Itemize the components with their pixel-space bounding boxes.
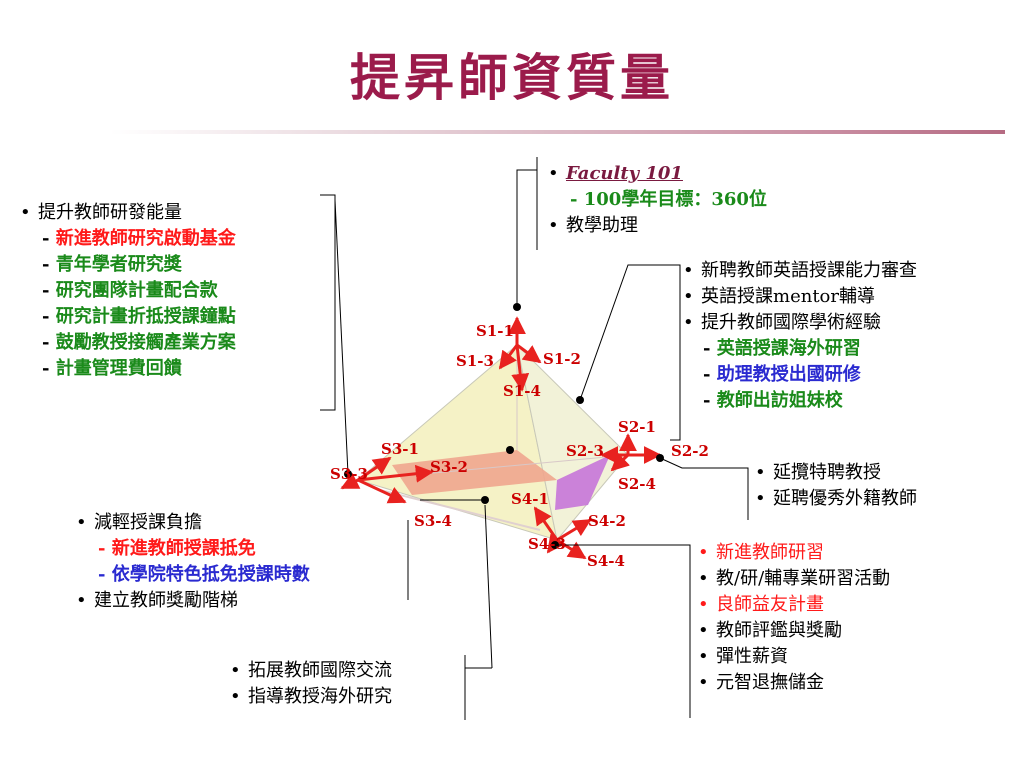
label-s2-1: S2-1 [618,418,656,436]
label-s4-1: S4-1 [511,490,549,508]
label-s1-3: S1-3 [456,352,494,370]
list-item: •新進教師研習 [698,542,824,563]
list-item: •延聘優秀外籍教師 [755,488,917,509]
list-item: •教學助理 [548,215,638,236]
list-item: - 100學年目標：360位 [570,189,767,210]
list-item: •建立教師獎勵階梯 [76,590,238,611]
left-block-heading: 提升教師研發能量 [38,202,182,223]
bottom-center-text-block: •拓展教師國際交流 •指導教授海外研究 [230,658,392,710]
left-bottom-text-block: •減輕授課負擔 - 新進教師授課抵免 - 依學院特色抵免授課時數 •建立教師獎勵… [76,510,310,614]
label-s4-2: S4-2 [588,512,626,530]
left-item-6: 計畫管理費回饋 [55,358,182,379]
right-mid-item-2: 延聘優秀外籍教師 [773,488,917,509]
list-item: •教/研/輔專業研習活動 [698,568,891,589]
label-s1-2: S1-2 [543,350,581,368]
list-item: •新聘教師英語授課能力審查 [683,260,917,281]
br-item-2: 教/研/輔專業研習活動 [716,568,891,589]
list-item: - 英語授課海外研習 [703,338,861,359]
left-text-block: •提升教師研發能量 - 新進教師研究啟動基金 - 青年學者研究獎 - 研究團隊計… [20,200,236,382]
strategy-arrows [340,316,662,560]
label-s4-4: S4-4 [587,552,625,570]
right-top-text-block: •新聘教師英語授課能力審查 •英語授課mentor輔導 •提升教師國際學術經驗 … [683,258,917,414]
list-item: •提升教師研發能量 [20,202,182,223]
list-item: •教師評鑑與獎勵 [698,620,842,641]
list-item: - 鼓勵教授接觸產業方案 [42,332,236,353]
label-s3-1: S3-1 [381,440,419,458]
right-sub-3: 教師出訪姐妹校 [716,390,843,411]
left-item-3: 研究團隊計畫配合款 [55,280,218,301]
right-sub-2: 助理教授出國研修 [716,364,861,385]
right-item-3: 提升教師國際學術經驗 [701,312,881,333]
faculty-target: 100學年目標：360位 [583,189,767,210]
br-item-6: 元智退撫儲金 [716,672,824,693]
label-s2-3: S2-3 [566,442,604,460]
label-s2-4: S2-4 [618,475,656,493]
label-s3-2: S3-2 [430,458,468,476]
bc-item-1: 拓展教師國際交流 [248,660,392,681]
list-item: •彈性薪資 [698,646,788,667]
bc-item-2: 指導教授海外研究 [248,686,392,707]
lb-sub-2: 依學院特色抵免授課時數 [111,564,310,585]
pyramid-face-right [516,343,629,542]
br-item-1: 新進教師研習 [716,542,824,563]
connector-lines [320,157,749,720]
list-item: •拓展教師國際交流 [230,660,392,681]
br-item-5: 彈性薪資 [716,646,788,667]
br-item-3: 良師益友計畫 [716,594,824,615]
lb-sub-1: 新進教師授課抵免 [111,538,256,559]
right-sub-1: 英語授課海外研習 [716,338,861,359]
label-s3-3: S3-3 [330,465,368,483]
list-item: - 新進教師授課抵免 [98,538,256,559]
right-mid-item-1: 延攬特聘教授 [773,462,881,483]
list-item: •元智退撫儲金 [698,672,824,693]
label-s1-1: S1-1 [476,322,514,340]
list-item: - 教師出訪姐妹校 [703,390,843,411]
pyramid-face-bottom-left [392,450,557,495]
lb-item-1: 減輕授課負擔 [94,512,202,533]
list-item: - 研究團隊計畫配合款 [42,280,218,301]
list-item: •減輕授課負擔 [76,512,202,533]
pyramid-face-bottom-right [555,455,610,510]
right-item-1: 新聘教師英語授課能力審查 [701,260,917,281]
label-s4-3: S4-3 [528,535,566,553]
list-item: •良師益友計畫 [698,594,824,615]
title-divider [110,130,1005,134]
list-item: •Faculty 101 [548,163,683,184]
list-item: •延攬特聘教授 [755,462,881,483]
lb-item-2: 建立教師獎勵階梯 [94,590,238,611]
left-item-1: 新進教師研究啟動基金 [55,228,236,249]
br-item-4: 教師評鑑與獎勵 [716,620,842,641]
list-item: - 依學院特色抵免授課時數 [98,564,310,585]
list-item: - 研究計畫折抵授課鐘點 [42,306,236,327]
teaching-assistant: 教學助理 [566,215,638,236]
list-item: - 新進教師研究啟動基金 [42,228,236,249]
list-item: - 計畫管理費回饋 [42,358,182,379]
right-mid-text-block: •延攬特聘教授 •延聘優秀外籍教師 [755,460,917,512]
left-item-2: 青年學者研究獎 [55,254,182,275]
label-s3-4: S3-4 [414,512,452,530]
page-title: 提昇師資質量 [350,48,674,107]
list-item: •指導教授海外研究 [230,686,392,707]
list-item: - 助理教授出國研修 [703,364,861,385]
list-item: - 青年學者研究獎 [42,254,182,275]
list-item: •提升教師國際學術經驗 [683,312,881,333]
left-item-5: 鼓勵教授接觸產業方案 [55,332,236,353]
list-item: •英語授課mentor輔導 [683,286,875,307]
right-item-2: 英語授課mentor輔導 [701,286,875,307]
left-item-4: 研究計畫折抵授課鐘點 [55,306,236,327]
anchor-dots [344,303,664,549]
top-text-block: •Faculty 101 - 100學年目標：360位 •教學助理 [548,161,767,239]
label-s2-2: S2-2 [671,442,709,460]
label-s1-4: S1-4 [503,382,541,400]
bottom-right-text-block: •新進教師研習 •教/研/輔專業研習活動 •良師益友計畫 •教師評鑑與獎勵 •彈… [698,540,890,696]
faculty-101-link: Faculty 101 [566,163,683,184]
